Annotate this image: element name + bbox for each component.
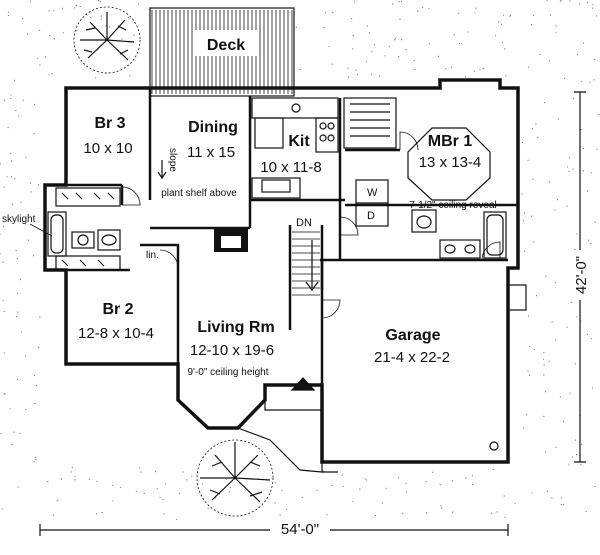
bathroom-fixtures (47, 209, 507, 259)
ceiling-reveal (407, 127, 491, 201)
width-dimension: 54'-0" (281, 521, 319, 538)
landscape-stipple (0, 0, 600, 520)
linen-label: lin. (146, 250, 159, 261)
br3-size: 10 x 10 (83, 140, 132, 157)
dining-name: Dining (188, 119, 238, 136)
door-swings (121, 131, 501, 319)
deck-label: Deck (207, 37, 245, 54)
washer-label: W (367, 187, 378, 199)
dining-slope: slope (167, 148, 178, 172)
dining-plant-shelf: plant shelf above (161, 188, 237, 199)
mbr1-size: 13 x 13-4 (419, 154, 482, 171)
slope-arrow-icon (157, 160, 167, 180)
closets (55, 97, 397, 271)
fireplace (214, 228, 248, 252)
dryer-label: D (367, 210, 375, 222)
garage-size: 21-4 x 22-2 (374, 349, 450, 366)
garage-details (237, 284, 527, 473)
kitchen-counters (251, 97, 339, 199)
laundry: W D (355, 179, 389, 227)
kit-name: Kit (288, 133, 310, 150)
garage-name: Garage (385, 327, 440, 344)
mbr1-ceiling-note: 7-1/2" ceiling reveal (409, 200, 497, 211)
skylight-label: skylight (2, 214, 36, 225)
tree-icon (73, 6, 141, 74)
mbr1-name: MBr 1 (428, 133, 473, 150)
br3-name: Br 3 (94, 115, 125, 132)
depth-dimension: 42'-0" (573, 256, 590, 294)
stairs-down-label: DN (296, 217, 312, 229)
br2-size: 12-8 x 10-4 (78, 325, 154, 342)
br2-name: Br 2 (102, 301, 133, 318)
living-size: 12-10 x 19-6 (190, 342, 274, 359)
dining-size: 11 x 15 (187, 144, 235, 161)
stairs: DN (292, 217, 320, 296)
living-ceiling-note: 9'-0" ceiling height (187, 367, 268, 378)
kit-size: 10 x 11-8 (260, 159, 321, 176)
interior-walls (66, 88, 518, 385)
skylight-leader (29, 223, 53, 237)
living-name: Living Rm (197, 319, 274, 336)
tree-icon (196, 439, 274, 517)
deck: Deck (149, 7, 295, 97)
dimension-lines (39, 91, 586, 536)
